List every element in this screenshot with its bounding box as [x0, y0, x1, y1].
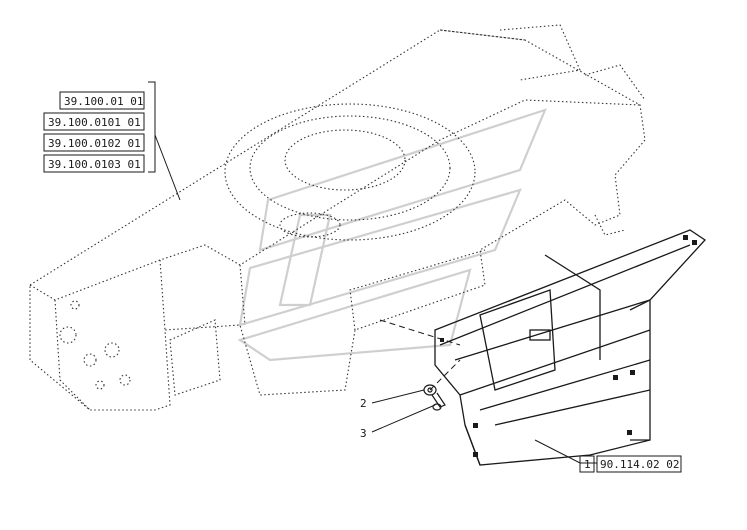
callout-3: 3: [360, 427, 367, 440]
watermark-logo: [237, 108, 547, 362]
bumper-bolt-holes: [440, 235, 697, 457]
ref-code-1: 39.100.01 01: [64, 95, 143, 108]
callout-numbers: 2 3: [360, 397, 367, 440]
rear-bumper-part: [434, 229, 706, 466]
ref-code-3: 39.100.0102 01: [48, 137, 141, 150]
callout-2: 2: [360, 397, 367, 410]
item-1-number: 1: [584, 458, 591, 471]
item-1-code: 90.114.02 02: [600, 458, 679, 471]
reference-group: [43, 91, 145, 173]
ref-code-2: 39.100.0101 01: [48, 116, 141, 129]
item-1-code-box[interactable]: [596, 455, 682, 473]
ref-code-4: 39.100.0103 01: [48, 158, 141, 171]
leader-lines: [148, 81, 597, 464]
frame-chassis: [29, 24, 646, 411]
item-1-number-box[interactable]: [579, 455, 595, 473]
item-1-labels: 1 90.114.02 02: [584, 458, 679, 471]
washer-and-bolt: [423, 384, 446, 411]
ref-box-1[interactable]: [59, 91, 145, 110]
item-1-reference: [579, 455, 682, 473]
ref-box-3[interactable]: [43, 133, 145, 152]
ref-box-2[interactable]: [43, 112, 145, 131]
ref-box-4[interactable]: [43, 154, 145, 173]
assembly-lines: [379, 319, 461, 391]
reference-group-labels: 39.100.01 01 39.100.0101 01 39.100.0102 …: [48, 95, 143, 171]
